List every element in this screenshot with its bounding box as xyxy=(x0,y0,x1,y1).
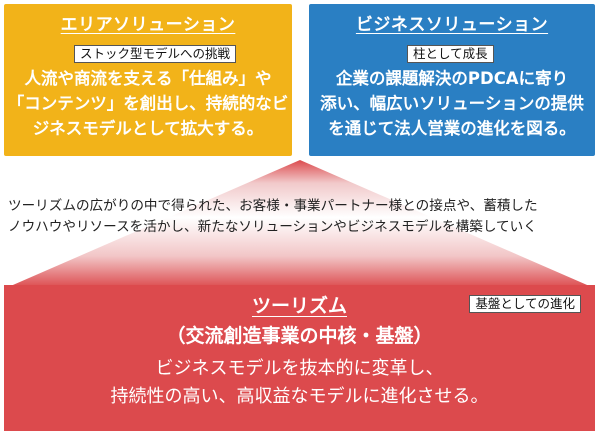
tourism-subtitle: （交流創造事業の中核・基盤） xyxy=(166,325,433,347)
area-body-line: 人流や商流を支える「仕組み」や xyxy=(24,69,272,88)
business-solution-title: ビジネスソリューション xyxy=(355,15,549,35)
business-solution-body: 企業の課題解決のPDCAに寄り 添い、幅広いソリューションの提供 を通じて法人営… xyxy=(309,66,595,141)
business-solution-box: ビジネスソリューション 柱として成長 企業の課題解決のPDCAに寄り 添い、幅広… xyxy=(309,4,595,156)
tourism-body-line: 持続性の高い、高収益なモデルに進化させる。 xyxy=(110,386,489,407)
business-body-line: 企業の課題解決のPDCAに寄り xyxy=(335,69,569,88)
business-body-line: を通じて法人営業の進化を図る。 xyxy=(328,119,576,138)
tourism-body: ビジネスモデルを抜本的に変革し、 持続性の高い、高収益なモデルに進化させる。 xyxy=(4,355,595,411)
area-solution-title: エリアソリューション xyxy=(60,15,236,35)
tourism-title: ツーリズム xyxy=(251,295,347,317)
pyramid-shape xyxy=(6,160,594,288)
area-solution-tag: ストック型モデルへの挑戦 xyxy=(74,45,237,63)
middle-description-line: ツーリズムの広がりの中で得られた、お客様・事業パートナー様との接点や、蓄積した xyxy=(8,198,538,214)
area-body-line: 「コンテンツ」を創出し、持続的なビ xyxy=(7,94,289,113)
area-solution-box: エリアソリューション ストック型モデルへの挑戦 人流や商流を支える「仕組み」や … xyxy=(4,4,292,156)
middle-description-line: ノウハウやリソースを活かし、新たなソリューションやビジネスモデルを構築していく xyxy=(8,219,537,235)
area-body-line: ジネスモデルとして拡大する。 xyxy=(32,119,264,138)
tourism-body-line: ビジネスモデルを抜本的に変革し、 xyxy=(155,358,444,379)
tourism-box: ツーリズム （交流創造事業の中核・基盤） 基盤としての進化 ビジネスモデルを抜本… xyxy=(4,285,595,431)
area-solution-body: 人流や商流を支える「仕組み」や 「コンテンツ」を創出し、持続的なビ ジネスモデル… xyxy=(4,66,292,141)
business-solution-tag: 柱として成長 xyxy=(407,45,494,63)
tourism-tag: 基盤としての進化 xyxy=(469,295,581,313)
business-body-line: 添い、幅広いソリューションの提供 xyxy=(320,94,584,113)
middle-description: ツーリズムの広がりの中で得られた、お客様・事業パートナー様との接点や、蓄積した … xyxy=(8,196,598,238)
